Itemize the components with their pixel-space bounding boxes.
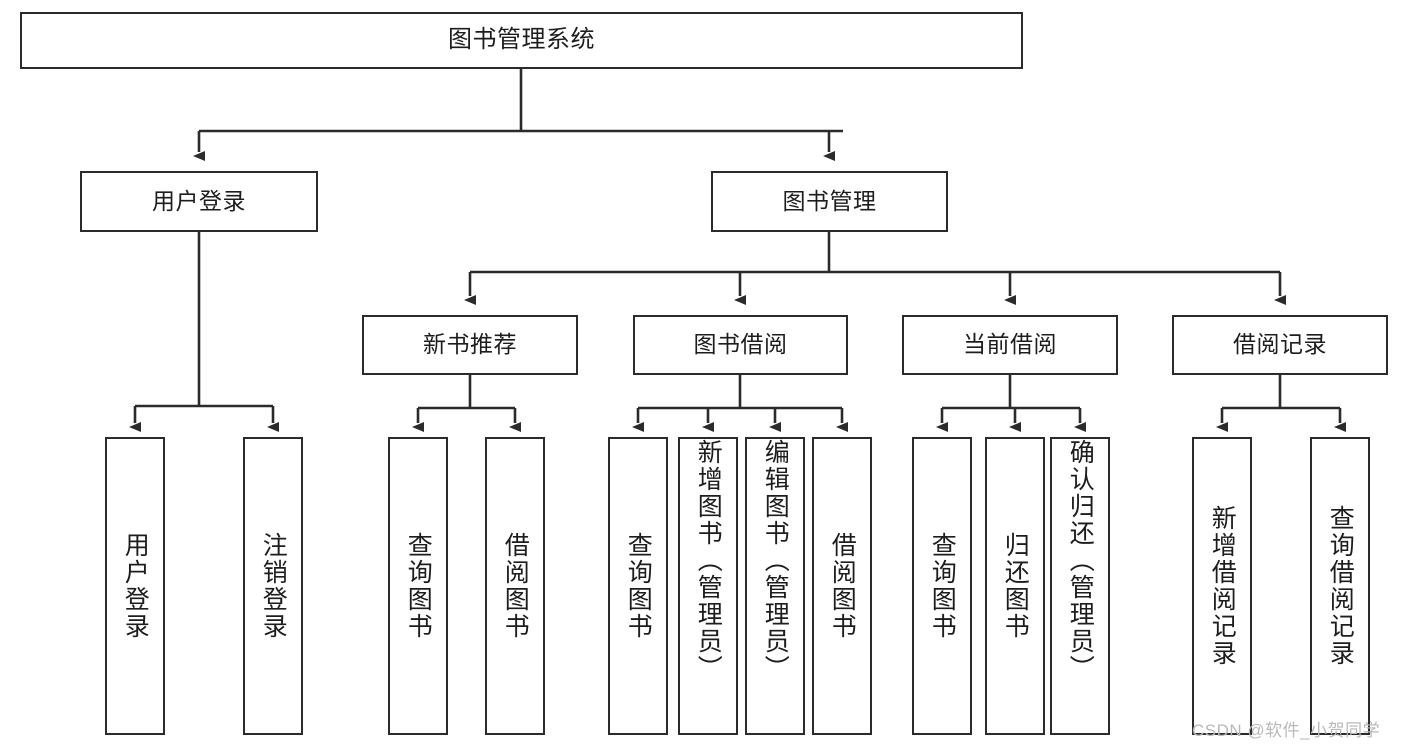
leaf-query-book-current-label: 查询图书 — [928, 532, 957, 640]
leaf-query-book-borrow[interactable]: 查询图书 — [608, 437, 668, 735]
node-root[interactable]: 图书管理系统 — [20, 12, 1023, 69]
leaf-logout-label: 注销登录 — [259, 532, 288, 640]
leaf-add-book-admin-label: 新增图书（管理员） — [694, 439, 723, 682]
node-book-borrow[interactable]: 图书借阅 — [633, 315, 848, 375]
leaf-add-borrow-record[interactable]: 新增借阅记录 — [1192, 437, 1252, 735]
leaf-add-book-admin[interactable]: 新增图书（管理员） — [678, 437, 738, 735]
leaf-query-book-recommend-label: 查询图书 — [404, 532, 433, 640]
leaf-borrow-book[interactable]: 借阅图书 — [812, 437, 872, 735]
csdn-watermark: CSDN @软件_小贺同学 — [1192, 721, 1381, 740]
node-borrow-records[interactable]: 借阅记录 — [1172, 315, 1388, 375]
leaf-query-borrow-record[interactable]: 查询借阅记录 — [1310, 437, 1370, 735]
leaf-query-borrow-record-label: 查询借阅记录 — [1326, 505, 1355, 667]
leaf-return-book-label: 归还图书 — [1001, 532, 1030, 640]
leaf-query-book-current[interactable]: 查询图书 — [912, 437, 972, 735]
node-new-book-recommend[interactable]: 新书推荐 — [362, 315, 578, 375]
node-book-borrow-label: 图书借阅 — [693, 331, 788, 358]
leaf-logout[interactable]: 注销登录 — [243, 437, 303, 735]
leaf-edit-book-admin[interactable]: 编辑图书（管理员） — [745, 437, 805, 735]
leaf-confirm-return-admin[interactable]: 确认归还（管理员） — [1050, 437, 1110, 735]
node-current-borrow-label: 当前借阅 — [963, 331, 1057, 358]
node-book-management-label: 图书管理 — [782, 187, 877, 214]
node-root-label: 图书管理系统 — [448, 26, 595, 54]
leaf-borrow-book-recommend-label: 借阅图书 — [501, 532, 530, 640]
leaf-edit-book-admin-label: 编辑图书（管理员） — [761, 439, 790, 682]
leaf-user-login-label: 用户登录 — [121, 532, 150, 640]
node-user-login-label: 用户登录 — [152, 187, 246, 214]
leaf-borrow-book-label: 借阅图书 — [828, 532, 857, 640]
node-book-management[interactable]: 图书管理 — [711, 171, 948, 232]
node-borrow-records-label: 借阅记录 — [1233, 331, 1327, 358]
node-new-book-recommend-label: 新书推荐 — [423, 331, 517, 358]
leaf-confirm-return-admin-label: 确认归还（管理员） — [1066, 439, 1095, 682]
leaf-add-borrow-record-label: 新增借阅记录 — [1208, 505, 1237, 667]
leaf-return-book[interactable]: 归还图书 — [985, 437, 1045, 735]
leaf-query-book-borrow-label: 查询图书 — [624, 532, 653, 640]
node-current-borrow[interactable]: 当前借阅 — [902, 315, 1118, 375]
leaf-borrow-book-recommend[interactable]: 借阅图书 — [485, 437, 545, 735]
leaf-query-book-recommend[interactable]: 查询图书 — [388, 437, 448, 735]
leaf-user-login[interactable]: 用户登录 — [105, 437, 165, 735]
node-user-login[interactable]: 用户登录 — [80, 171, 318, 232]
